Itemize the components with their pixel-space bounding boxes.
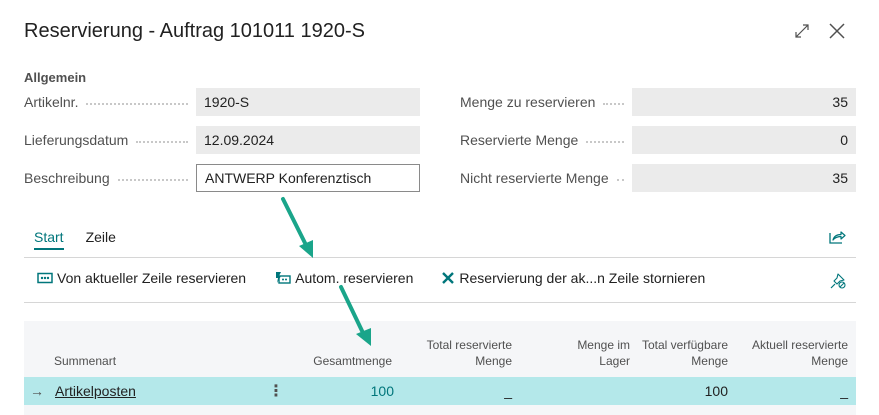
action-von-aktueller-zeile-reservieren[interactable]: Von aktueller Zeile reservieren (37, 270, 246, 286)
cancel-x-icon (442, 272, 455, 284)
field-beschreibung: Beschreibung ANTWERP Konferenztisch (24, 164, 420, 192)
field-label: Lieferungsdatum (24, 132, 129, 148)
row-selected-arrow-icon: → (30, 383, 44, 399)
total-reservierte-menge-cell[interactable]: _ (504, 383, 512, 399)
gesamtmenge-cell[interactable]: 100 (370, 383, 394, 399)
section-title-allgemein: Allgemein (24, 70, 87, 85)
auto-reserve-icon (276, 272, 291, 284)
divider (24, 257, 856, 258)
field-label: Menge zu reservieren (460, 94, 596, 110)
dialog-title: Reservierung - Auftrag 101011 1920-S (24, 20, 365, 42)
aktuell-reservierte-menge-cell[interactable]: _ (840, 383, 848, 399)
total-verfuegbare-menge-cell[interactable]: 100 (704, 383, 728, 399)
lieferungsdatum-value: 12.09.2024 (196, 126, 420, 154)
row-menu-icon[interactable]: ⋮ (268, 383, 284, 400)
field-label: Artikelnr. (24, 94, 79, 110)
annotation-arrow-icon (281, 197, 313, 258)
unpin-button[interactable] (829, 272, 849, 290)
action-bar: Von aktueller Zeile reservieren Autom. r… (37, 270, 733, 286)
nicht-reservierte-menge-value: 35 (632, 164, 856, 192)
summenart-link[interactable]: Artikelposten (55, 383, 136, 399)
column-header-summenart[interactable]: Summenart (54, 354, 117, 368)
action-label: Von aktueller Zeile reservieren (57, 270, 247, 286)
field-menge-zu-reservieren: Menge zu reservieren 35 (460, 88, 856, 116)
column-header-gesamtmenge[interactable]: Gesamtmenge (313, 354, 392, 368)
field-label: Beschreibung (24, 170, 110, 186)
unpin-icon (830, 273, 846, 289)
beschreibung-input[interactable]: ANTWERP Konferenztisch (196, 164, 420, 192)
field-artikelnr: Artikelnr. 1920-S (24, 88, 420, 116)
field-nicht-reservierte-menge: Nicht reservierte Menge 35 (460, 164, 856, 192)
field-reservierte-menge: Reservierte Menge 0 (460, 126, 856, 154)
close-icon (829, 23, 845, 39)
tab-start[interactable]: Start (34, 229, 64, 250)
expand-button[interactable] (791, 20, 813, 42)
reservierte-menge-value: 0 (632, 126, 856, 154)
share-icon (829, 231, 846, 244)
reserve-line-icon (37, 272, 53, 284)
field-label: Nicht reservierte Menge (460, 170, 609, 186)
tab-zeile[interactable]: Zeile (85, 229, 116, 245)
menge-zu-reservieren-value: 35 (632, 88, 856, 116)
action-autom-reservieren[interactable]: Autom. reservieren (274, 270, 413, 286)
expand-icon (795, 24, 809, 38)
artikelnr-value: 1920-S (196, 88, 420, 116)
divider (24, 302, 856, 303)
action-label: Reservierung der ak...n Zeile stornieren (459, 270, 706, 286)
table-row[interactable]: → Artikelposten ⋮ 100 _ 100 _ (24, 377, 856, 405)
field-label: Reservierte Menge (460, 132, 579, 148)
field-lieferungsdatum: Lieferungsdatum 12.09.2024 (24, 126, 420, 154)
action-tabs: Start Zeile (34, 229, 116, 250)
action-reservierung-stornieren[interactable]: Reservierung der ak...n Zeile stornieren (441, 270, 705, 286)
share-button[interactable] (828, 229, 848, 247)
close-button[interactable] (826, 20, 848, 42)
action-label: Autom. reservieren (295, 270, 414, 286)
